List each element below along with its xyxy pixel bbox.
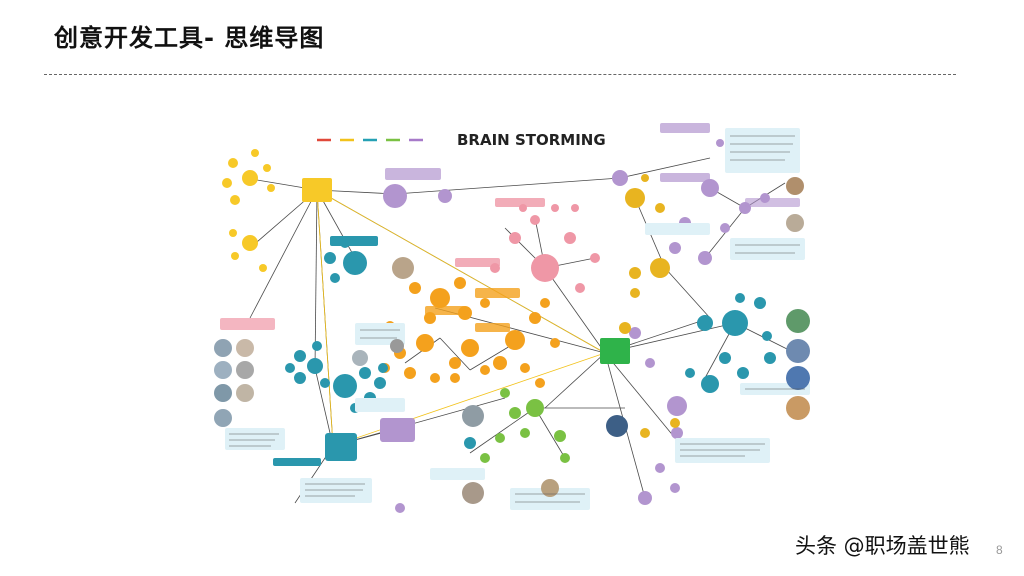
photo-thumbnails <box>214 177 810 504</box>
orange-branch <box>380 277 560 388</box>
handwriting-strokes <box>229 135 805 503</box>
central-node <box>600 338 630 364</box>
mind-map-image: BRAIN STORMING <box>205 108 817 520</box>
gold-branch <box>619 174 680 438</box>
green-branch <box>480 388 570 463</box>
watermark-text: 头条 @职场盖世熊 <box>795 534 970 558</box>
pink-branch <box>220 198 600 330</box>
page-number: 8 <box>996 543 1003 557</box>
yellow-branch <box>222 149 332 272</box>
slide-title: 创意开发工具- 思维导图 <box>54 24 325 52</box>
yellow-guide-lines <box>316 189 606 447</box>
figure-heading: BRAIN STORMING <box>457 131 606 149</box>
teal-branch <box>273 236 776 466</box>
title-divider <box>44 74 956 75</box>
